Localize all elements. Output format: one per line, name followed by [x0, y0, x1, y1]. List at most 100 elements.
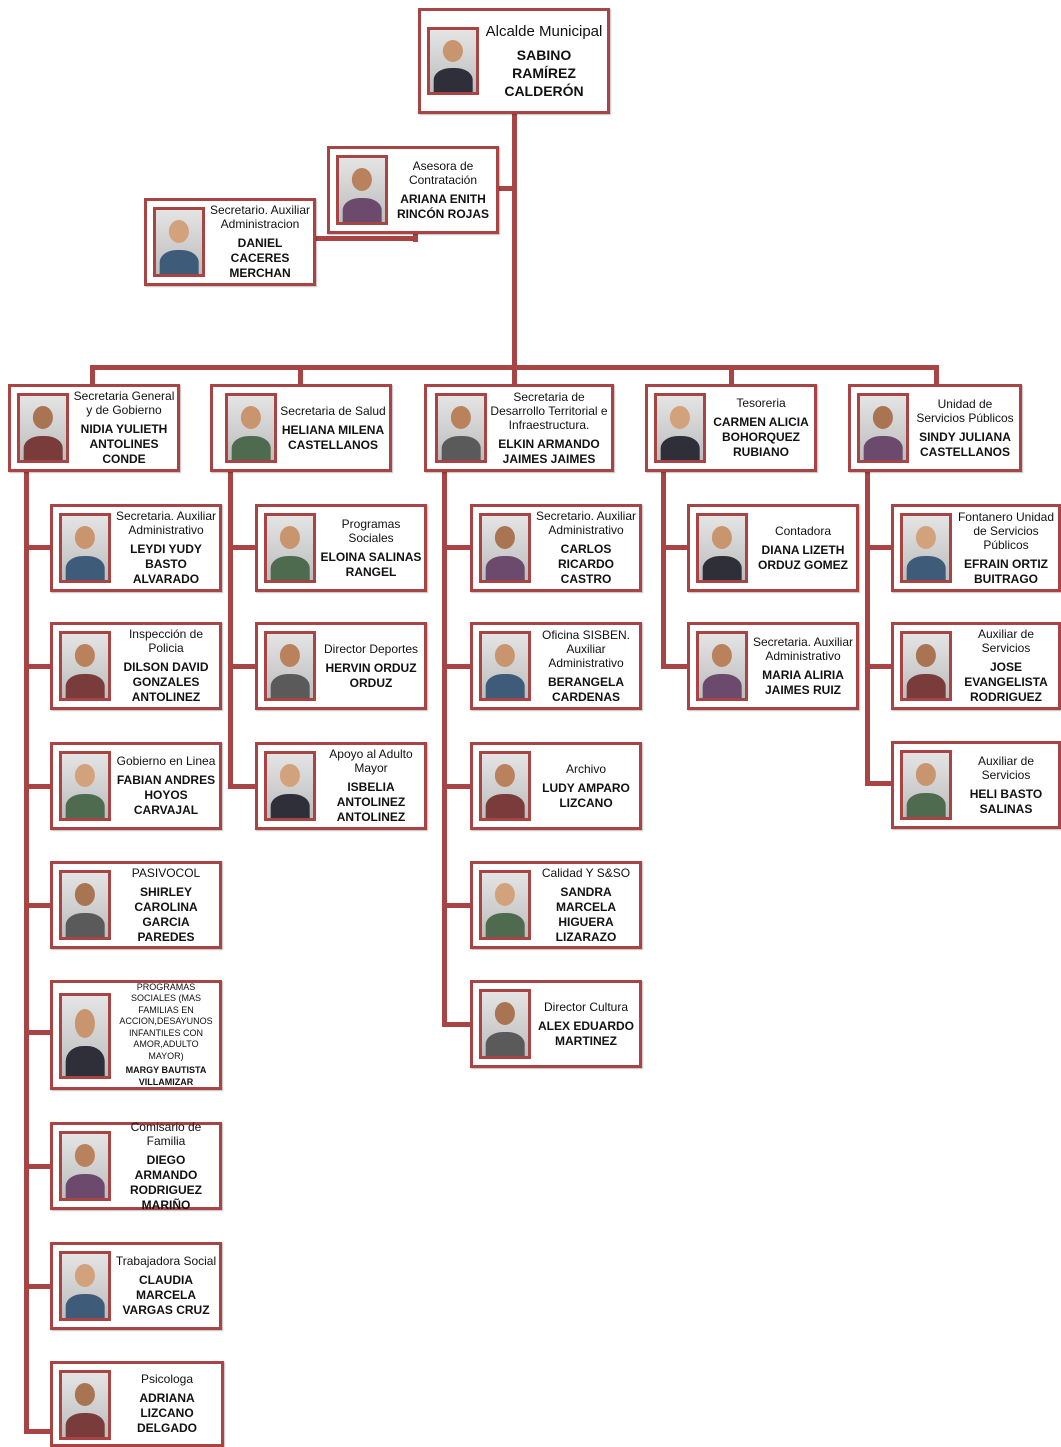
connector-line — [497, 186, 515, 191]
portrait-torso — [906, 555, 946, 580]
portrait-torso — [23, 435, 63, 460]
portrait-torso — [485, 673, 525, 698]
portrait-head — [240, 406, 262, 430]
org-name: EFRAIN ORTIZ BUITRAGO — [964, 556, 1048, 586]
portrait-torso — [270, 555, 310, 580]
photo-icon — [435, 393, 487, 463]
org-role: Programas Sociales — [341, 516, 401, 545]
photo-icon — [479, 870, 531, 940]
photo-icon — [479, 631, 531, 701]
connector-line — [512, 112, 517, 370]
org-box-alcalde: Alcalde Municipal SABINO RAMÍREZ CALDERÓ… — [418, 8, 610, 114]
connector-line — [228, 784, 256, 789]
photo-icon — [264, 631, 316, 701]
connector-line — [512, 365, 517, 387]
org-name: NIDIA YULIETH ANTOLINES CONDE — [80, 422, 168, 466]
org-name: ADRIANA LIZCANO DELGADO — [137, 1391, 197, 1435]
connector-line — [24, 1164, 52, 1169]
org-role: PROGRAMAS SOCIALES (MAS FAMILIAS EN ACCI… — [119, 981, 213, 1061]
org-box-staff: Contadora DIANA LIZETH ORDUZ GOMEZ — [687, 504, 859, 592]
portrait-head — [279, 764, 301, 788]
org-box-staff: Director Cultura ALEX EDUARDO MARTINEZ — [470, 980, 642, 1068]
org-role: Auxiliar de Servicios — [977, 753, 1035, 782]
org-box-staff: Programas Sociales ELOINA SALINAS RANGEL — [255, 504, 427, 592]
portrait-head — [442, 39, 464, 63]
org-box-unidad-servicios: Unidad de Servicios Públicos SINDY JULIA… — [848, 384, 1022, 472]
connector-line — [442, 1022, 472, 1027]
portrait-torso — [660, 435, 700, 460]
org-name: ELOINA SALINAS RANGEL — [320, 549, 422, 579]
org-box-staff: Calidad Y S&SO SANDRA MARCELA HIGUERA LI… — [470, 861, 642, 949]
org-box-staff: Comisario de Familia DIEGO ARMANDO RODRI… — [50, 1120, 222, 1212]
connector-line — [661, 664, 689, 669]
photo-icon — [427, 27, 479, 95]
connector-line — [298, 365, 303, 387]
portrait-torso — [65, 912, 105, 937]
photo-icon — [696, 631, 748, 701]
org-role: Director Cultura — [543, 999, 629, 1014]
portrait-head — [279, 526, 301, 550]
connector-line — [24, 1429, 52, 1434]
portrait-torso — [485, 1031, 525, 1056]
connector-line — [228, 545, 256, 550]
org-role: Secretaria de Desarrollo Territorial e I… — [490, 389, 608, 432]
portrait-head — [494, 764, 516, 788]
org-box-secretaria-desarrollo: Secretaria de Desarrollo Territorial e I… — [424, 384, 614, 472]
portrait-torso — [702, 673, 742, 698]
photo-icon — [59, 631, 111, 701]
org-role: Secretaria de Salud — [280, 403, 386, 418]
org-box-secretaria-salud: Secretaria de Salud HELIANA MILENA CASTE… — [210, 384, 392, 472]
org-box-auxiliar-administracion: Secretario. Auxiliar Administracion DANI… — [144, 198, 316, 286]
org-name: CARLOS RICARDO CASTRO — [558, 542, 614, 586]
org-name: ELKIN ARMANDO JAIMES JAIMES — [498, 436, 600, 466]
org-name: JOSE EVANGELISTA RODRIGUEZ — [964, 660, 1048, 704]
org-name: LEYDI YUDY BASTO ALVARADO — [130, 542, 202, 586]
portrait-head — [494, 644, 516, 668]
connector-line — [24, 784, 52, 789]
portrait-torso — [441, 435, 481, 460]
org-name: CARMEN ALICIA BOHORQUEZ RUBIANO — [713, 415, 809, 459]
org-role: Archivo — [565, 761, 606, 776]
org-name: SANDRA MARCELA HIGUERA LIZARAZO — [555, 884, 617, 944]
org-name: ALEX EDUARDO MARTINEZ — [537, 1018, 634, 1048]
org-name: SHIRLEY CAROLINA GARCIA PAREDES — [134, 884, 198, 944]
portrait-torso — [65, 1173, 105, 1198]
org-role: Inspección de Policia — [128, 627, 204, 655]
org-role: Auxiliar de Servicios — [977, 627, 1035, 655]
photo-icon — [59, 513, 111, 583]
connector-line — [442, 545, 472, 550]
portrait-head — [74, 1383, 96, 1407]
org-role: Fontanero Unidad de Servicios Públicos — [957, 509, 1055, 552]
connector-line — [228, 664, 256, 669]
org-box-staff: Director Deportes HERVIN ORDUZ ORDUZ — [255, 622, 427, 710]
photo-icon — [479, 751, 531, 821]
portrait-head — [74, 1008, 96, 1038]
portrait-head — [494, 1002, 516, 1026]
org-box-staff: Inspección de Policia DILSON DAVID GONZA… — [50, 622, 222, 710]
portrait-head — [494, 883, 516, 907]
org-role: Director Deportes — [323, 641, 419, 656]
portrait-torso — [485, 555, 525, 580]
org-role: Calidad Y S&SO — [541, 865, 631, 880]
org-name: DIEGO ARMANDO RODRIGUEZ MARIÑO — [130, 1152, 202, 1212]
org-name: DANIEL CACERES MERCHAN — [229, 236, 291, 280]
portrait-torso — [65, 793, 105, 818]
portrait-torso — [159, 249, 199, 274]
org-name: MARGY BAUTISTA VILLAMIZAR — [125, 1065, 207, 1087]
org-box-staff: Trabajadora Social CLAUDIA MARCELA VARGA… — [50, 1242, 222, 1330]
photo-icon — [59, 870, 111, 940]
photo-icon — [153, 207, 205, 277]
portrait-head — [279, 644, 301, 668]
org-box-staff: Gobierno en Linea FABIAN ANDRES HOYOS CA… — [50, 742, 222, 830]
photo-icon — [900, 631, 952, 701]
portrait-torso — [702, 555, 742, 580]
org-box-tesoreria: Tesoreria CARMEN ALICIA BOHORQUEZ RUBIAN… — [645, 384, 817, 472]
portrait-torso — [65, 555, 105, 580]
connector-line — [729, 365, 734, 387]
org-role: Unidad de Servicios Públicos — [916, 396, 1014, 425]
connector-line — [865, 545, 893, 550]
portrait-head — [74, 526, 96, 550]
portrait-head — [669, 406, 691, 430]
connector-line — [661, 545, 689, 550]
